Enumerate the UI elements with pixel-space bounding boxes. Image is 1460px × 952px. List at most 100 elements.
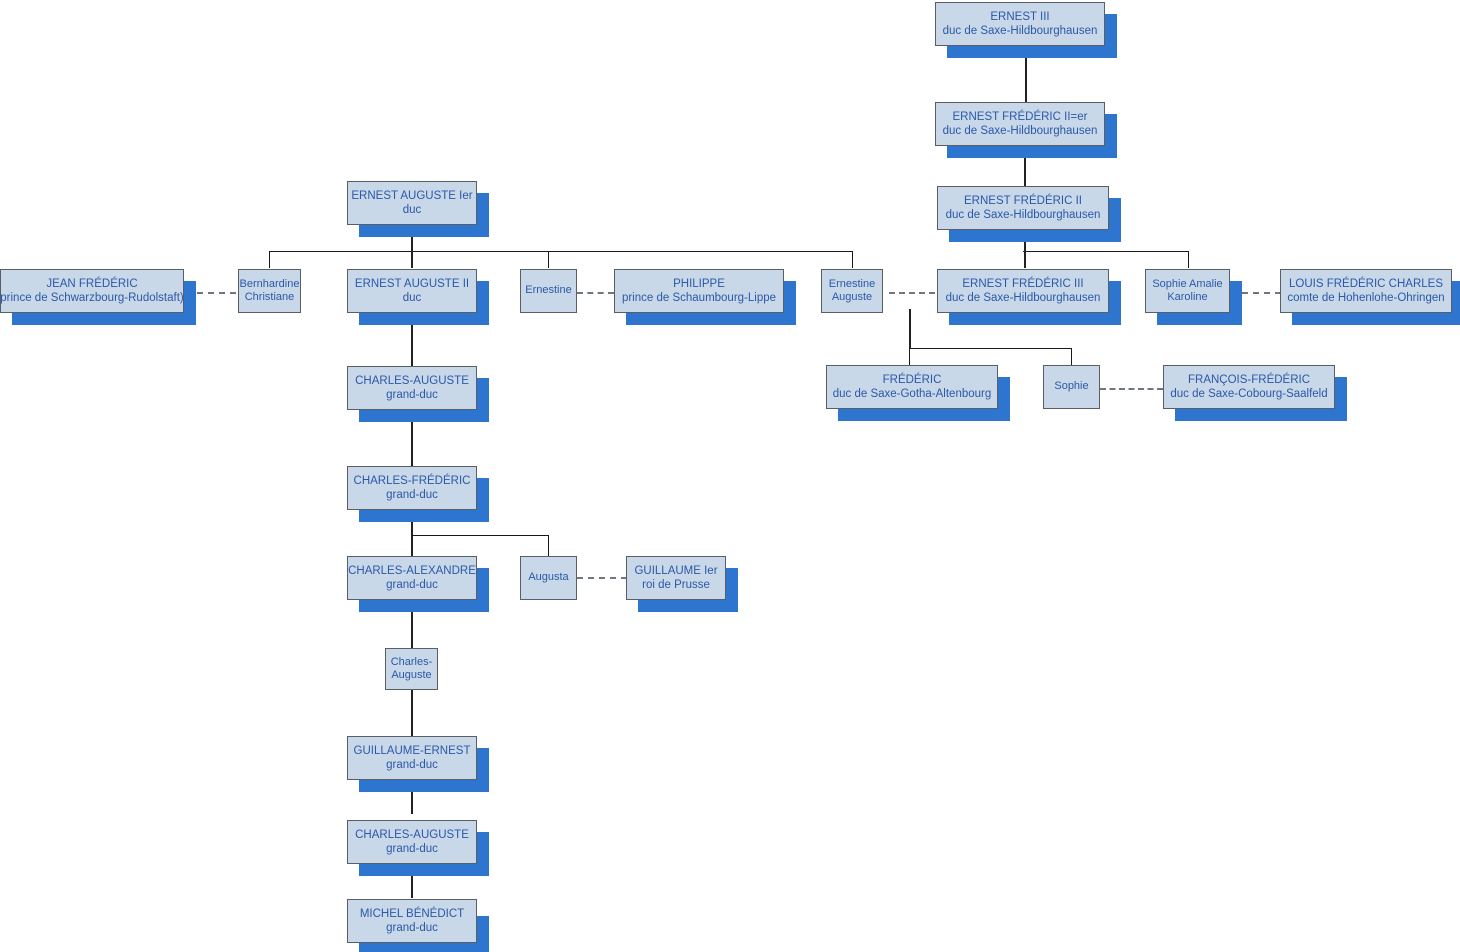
node-augusta[interactable]: Augusta: [520, 556, 577, 600]
node-title: ERNEST FRÉDÉRIC II=er: [952, 110, 1088, 123]
node-subtitle: grand-duc: [386, 759, 438, 771]
node-title: Augusta: [528, 571, 569, 584]
node-jean-frederic[interactable]: JEAN FRÉDÉRIC prince de Schwarzbourg-Rud…: [0, 269, 184, 313]
node-title: ERNEST FRÉDÉRIC III: [962, 277, 1084, 290]
node-ernest-auguste-ier[interactable]: ERNEST AUGUSTE Ier duc: [347, 181, 477, 225]
node-title: Bernhardine: [239, 277, 300, 290]
node-ernest-auguste-ii[interactable]: ERNEST AUGUSTE II duc: [347, 269, 477, 313]
node-title: CHARLES-FRÉDÉRIC: [353, 474, 471, 487]
node-subtitle: grand-duc: [386, 389, 438, 401]
node-title: GUILLAUME Ier: [634, 564, 718, 577]
node-title: ERNEST FRÉDÉRIC II: [964, 194, 1082, 207]
node-title: Ernestine: [828, 277, 876, 290]
node-charles-auguste-child[interactable]: Charles- Auguste: [385, 648, 438, 690]
node-subtitle: duc: [402, 292, 422, 304]
node-title: FRÉDÉRIC: [882, 373, 942, 386]
connector-sibling-bar-cf: [411, 535, 548, 536]
node-charles-auguste-grand-duc-2[interactable]: CHARLES-AUGUSTE grand-duc: [347, 820, 477, 864]
connector-child-to-guillaume-ernest: [411, 689, 413, 737]
node-philippe[interactable]: PHILIPPE prince de Schaumbourg-Lippe: [614, 269, 784, 313]
node-subtitle: prince de Schwarzbourg-Rudolstaft): [0, 292, 184, 304]
node-subtitle: Auguste: [831, 291, 873, 303]
connector-drop-sophie-amalie: [1188, 251, 1189, 268]
node-subtitle: duc de Saxe-Hildbourghausen: [942, 25, 1098, 37]
marriage-sophie-amalie-louis: [1231, 292, 1281, 294]
node-ernestine[interactable]: Ernestine: [520, 269, 577, 313]
node-subtitle: Christiane: [244, 291, 295, 303]
connector-sibling-bar-ef3: [909, 348, 1072, 349]
node-subtitle: duc de Saxe-Hildbourghausen: [945, 209, 1101, 221]
node-subtitle: duc de Saxe-Hildbourghausen: [942, 125, 1098, 137]
node-subtitle: duc: [402, 204, 422, 216]
marriage-ernestine-philippe: [577, 292, 614, 294]
node-francois-frederic[interactable]: FRANÇOIS-FRÉDÉRIC duc de Saxe-Cobourg-Sa…: [1163, 365, 1335, 409]
node-subtitle: comte de Hohenlohe-Ohringen: [1287, 292, 1445, 304]
node-charles-frederic[interactable]: CHARLES-FRÉDÉRIC grand-duc: [347, 466, 477, 510]
node-michel-benedict[interactable]: MICHEL BÉNÉDICT grand-duc: [347, 899, 477, 943]
node-sophie-amalie-karoline[interactable]: Sophie Amalie Karoline: [1145, 269, 1230, 313]
node-sophie[interactable]: Sophie: [1043, 365, 1100, 409]
node-title: JEAN FRÉDÉRIC: [46, 277, 138, 290]
connector-sibling-bar-ef2: [1023, 251, 1189, 252]
connector-drop-frederic: [909, 348, 910, 365]
node-title: GUILLAUME-ERNEST: [353, 744, 471, 757]
node-title: LOUIS FRÉDÉRIC CHARLES: [1288, 277, 1443, 290]
node-charles-alexandre[interactable]: CHARLES-ALEXANDRE grand-duc: [347, 556, 477, 600]
node-subtitle: duc de Saxe-Gotha-Altenbourg: [832, 388, 992, 400]
node-ernest-iii[interactable]: ERNEST III duc de Saxe-Hildbourghausen: [935, 2, 1105, 46]
connector-ef3-down: [909, 309, 911, 349]
node-title: FRANÇOIS-FRÉDÉRIC: [1187, 373, 1311, 386]
connector-ge-to-ca2: [411, 781, 413, 814]
node-subtitle: duc de Saxe-Hildbourghausen: [945, 292, 1101, 304]
connector-ea1-down: [411, 225, 413, 252]
node-ernestine-auguste[interactable]: Ernestine Auguste: [821, 269, 883, 313]
node-title: PHILIPPE: [673, 277, 725, 290]
connector-drop-ernestine: [548, 251, 549, 268]
node-title: Ernestine: [525, 284, 572, 297]
node-subtitle: Karoline: [1167, 291, 1208, 303]
node-subtitle: Auguste: [391, 669, 432, 681]
connector-ca-to-charlesauguste-child: [411, 601, 413, 649]
node-guillaume-ernest[interactable]: GUILLAUME-ERNEST grand-duc: [347, 736, 477, 780]
connector-drop-ea2: [411, 251, 413, 268]
node-title: CHARLES-AUGUSTE: [355, 828, 469, 841]
node-ernest-frederic-ii-er[interactable]: ERNEST FRÉDÉRIC II=er duc de Saxe-Hildbo…: [935, 102, 1105, 146]
node-title: Charles-: [390, 655, 433, 668]
node-louis-frederic-charles[interactable]: LOUIS FRÉDÉRIC CHARLES comte de Hohenloh…: [1280, 269, 1452, 313]
connector-sibling-bar-ea1: [269, 251, 853, 252]
node-subtitle: prince de Schaumbourg-Lippe: [621, 292, 777, 304]
marriage-jean-frederic-bernhardine: [186, 292, 236, 294]
node-bernhardine-christiane[interactable]: Bernhardine Christiane: [238, 269, 301, 313]
node-subtitle: grand-duc: [386, 489, 438, 501]
node-subtitle: grand-duc: [386, 843, 438, 855]
node-guillaume-ier[interactable]: GUILLAUME Ier roi de Prusse: [626, 556, 726, 600]
connector-drop-ef3: [1024, 251, 1026, 268]
node-title: Sophie: [1054, 380, 1089, 393]
connector-ea2-to-ca1: [411, 309, 413, 369]
node-title: CHARLES-AUGUSTE: [355, 374, 469, 387]
connector-ca1-to-cf: [411, 411, 413, 471]
marriage-sophie-francois: [1100, 388, 1163, 390]
node-subtitle: duc de Saxe-Cobourg-Saalfeld: [1170, 388, 1328, 400]
connector-ernest3-to-ef2er: [1025, 44, 1027, 102]
node-subtitle: grand-duc: [386, 922, 438, 934]
node-subtitle: roi de Prusse: [642, 579, 710, 591]
node-ernest-frederic-ii[interactable]: ERNEST FRÉDÉRIC II duc de Saxe-Hildbourg…: [937, 186, 1109, 230]
node-frederic[interactable]: FRÉDÉRIC duc de Saxe-Gotha-Altenbourg: [826, 365, 998, 409]
connector-drop-augusta: [548, 535, 549, 556]
node-subtitle: grand-duc: [386, 579, 438, 591]
connector-ca2-to-michel: [411, 865, 413, 898]
marriage-augusta-guillaume: [577, 577, 627, 579]
connector-drop-ernestine-auguste: [852, 251, 853, 268]
node-title: ERNEST AUGUSTE II: [354, 277, 470, 290]
node-title: MICHEL BÉNÉDICT: [359, 907, 465, 920]
node-title: ERNEST III: [990, 10, 1050, 23]
marriage-ernestine-auguste-ef3: [889, 292, 935, 294]
node-charles-auguste-grand-duc-1[interactable]: CHARLES-AUGUSTE grand-duc: [347, 366, 477, 410]
node-ernest-frederic-iii[interactable]: ERNEST FRÉDÉRIC III duc de Saxe-Hildbour…: [937, 269, 1109, 313]
connector-ef2er-to-ef2: [1024, 144, 1026, 188]
connector-drop-bernhardine: [269, 251, 270, 268]
node-title: ERNEST AUGUSTE Ier: [351, 189, 473, 202]
node-title: Sophie Amalie: [1152, 277, 1223, 290]
